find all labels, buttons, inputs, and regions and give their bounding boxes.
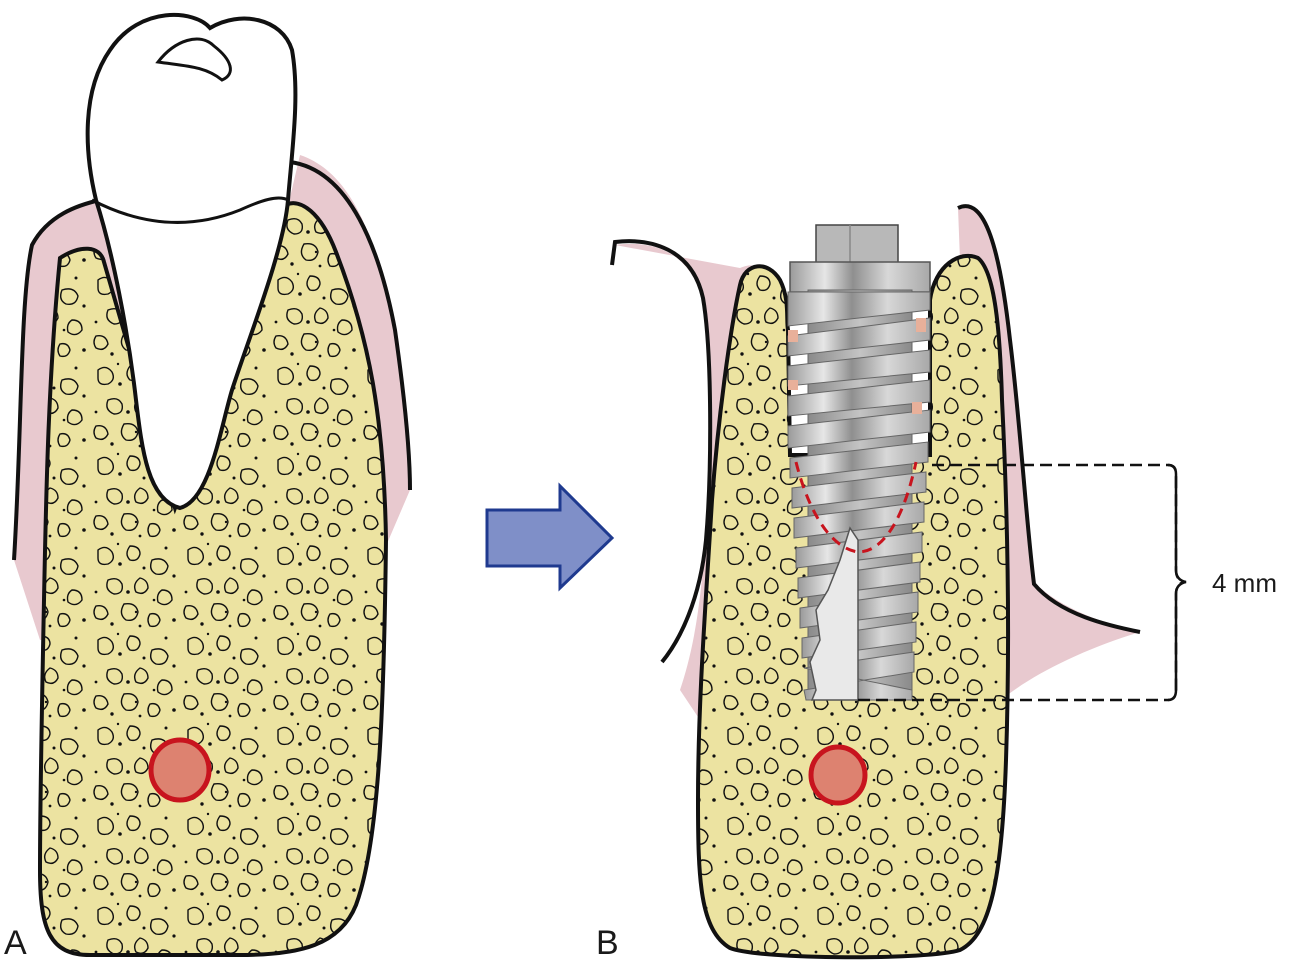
panel-a: [12, 12, 412, 957]
tooth-a-crown-line: [91, 196, 289, 224]
gingiva-a-outline-left: [12, 198, 101, 561]
bone-a: [37, 201, 389, 957]
implant-collar: [789, 261, 931, 293]
panel-a-label: A: [4, 924, 27, 962]
measure-brace: [1167, 463, 1187, 702]
dental-implant: [787, 224, 931, 701]
measurement-indicator: [858, 463, 1187, 702]
gingiva-b-left-outline: [610, 239, 713, 664]
tooth-a: [85, 12, 298, 511]
implant-gap-right-2: [912, 402, 922, 414]
implant-fractured-segment: [809, 526, 859, 701]
implant-gap-right: [916, 318, 926, 332]
nerve-canal-a: [148, 737, 212, 803]
implant-gap-left: [788, 330, 798, 342]
right-arrow-icon: [485, 482, 615, 592]
nerve-canal-b: [808, 744, 868, 806]
root-apex-outline: [794, 461, 918, 554]
gingiva-b-right-outline: [957, 204, 1141, 634]
implant-abutment: [815, 224, 899, 266]
tooth-a-cusp: [155, 37, 232, 82]
measurement-label: 4 mm: [1212, 568, 1277, 598]
panel-b-label: B: [596, 924, 619, 962]
gingiva-a-outline-right: [289, 160, 412, 491]
panel-b: [610, 204, 1187, 960]
implant-gap-left-2: [788, 380, 798, 390]
